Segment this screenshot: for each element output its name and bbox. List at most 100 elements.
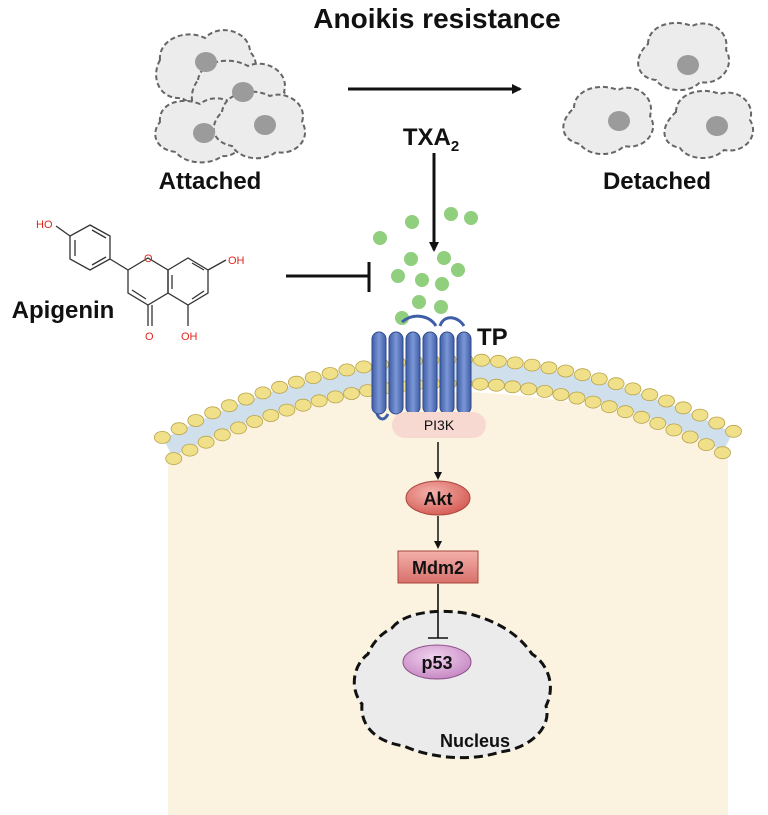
- ligand-dot: [395, 311, 409, 325]
- lipid-head: [187, 414, 205, 427]
- lipid-head: [520, 382, 537, 396]
- lipid-head: [536, 384, 554, 398]
- lipid-head: [153, 430, 171, 444]
- lipid-head: [197, 435, 215, 449]
- atom-ketone-o: O: [145, 331, 154, 343]
- txa2-molecules: [373, 207, 478, 325]
- lipid-head: [725, 424, 742, 438]
- ligand-dot: [391, 269, 405, 283]
- p53-node: [402, 644, 472, 680]
- apigenin-label: Apigenin: [12, 297, 115, 324]
- lipid-head: [504, 380, 521, 394]
- lipid-head: [523, 358, 541, 372]
- lipid-head: [697, 438, 715, 452]
- membrane-tail-layer: [163, 361, 733, 457]
- ligand-dot: [405, 215, 419, 229]
- mdm2-box: [397, 550, 479, 584]
- ligand-dot: [434, 300, 448, 314]
- lipid-head: [254, 386, 272, 400]
- lipid-head: [304, 371, 322, 385]
- ligand-dot: [404, 252, 418, 266]
- lipid-head: [489, 354, 507, 368]
- lipid-head: [294, 398, 312, 412]
- apigenin-inhibition-line: [286, 262, 371, 292]
- p53-label: p53: [421, 653, 452, 673]
- atom-ho-top: HO: [36, 219, 53, 231]
- detached-label: Detached: [603, 168, 711, 195]
- lipid-head: [321, 367, 339, 380]
- lipid-head: [633, 410, 650, 424]
- lipid-head: [213, 428, 231, 442]
- ligand-dot: [451, 263, 465, 277]
- attached-cells: [154, 29, 306, 164]
- lipid-head: [708, 416, 726, 430]
- akt-node: [405, 480, 471, 516]
- atom-oh-right: OH: [228, 255, 245, 267]
- lipid-head: [204, 406, 222, 420]
- detached-cells: [562, 21, 754, 159]
- txa2-label: TXA2: [403, 124, 459, 155]
- ligand-dot: [437, 251, 451, 265]
- lipid-head: [641, 388, 659, 402]
- lipid-head: [237, 392, 255, 406]
- lipid-head: [310, 394, 328, 408]
- lipid-head: [649, 416, 667, 430]
- ligand-dot: [373, 231, 387, 245]
- lipid-head: [624, 382, 642, 396]
- lipid-head: [262, 409, 280, 422]
- ligand-dot: [464, 211, 478, 225]
- mdm2-p53-inhibition: [428, 584, 448, 639]
- pi3k-box: [392, 412, 486, 438]
- tp-helix: [422, 331, 438, 415]
- lipid-head: [557, 364, 575, 378]
- akt-label: Akt: [423, 489, 452, 509]
- lipid-head: [181, 443, 199, 457]
- lipid-head: [355, 360, 373, 374]
- lipid-head: [338, 363, 356, 377]
- lipid-head: [287, 375, 305, 389]
- diagram-title: Anoikis resistance: [313, 3, 560, 34]
- tp-receptor: [371, 314, 472, 423]
- atom-ring-o: O: [144, 253, 153, 265]
- lipid-head: [471, 377, 489, 391]
- lipid-head: [714, 446, 731, 460]
- atom-oh-bottom: OH: [181, 331, 198, 343]
- lipid-head: [343, 387, 360, 400]
- nucleus: [352, 609, 552, 760]
- lipid-head: [326, 390, 344, 404]
- cytoplasm: [168, 391, 728, 815]
- lipid-head: [674, 401, 692, 415]
- lipid-head: [473, 353, 491, 367]
- tp-helix: [405, 331, 421, 415]
- pi3k-label: PI3K: [424, 417, 455, 433]
- lipid-head: [230, 421, 247, 435]
- tp-helix: [388, 331, 404, 415]
- attached-label: Attached: [159, 168, 262, 195]
- lipid-head: [600, 400, 618, 414]
- lipid-head: [487, 378, 505, 392]
- detached-cell-nuclei: [608, 55, 728, 136]
- ligand-dot: [435, 277, 449, 291]
- lipid-head: [506, 356, 524, 370]
- ligand-dot: [415, 273, 429, 287]
- ligand-dot: [444, 207, 458, 221]
- mdm2-label: Mdm2: [412, 558, 464, 578]
- lipid-head: [584, 395, 602, 409]
- lipid-head: [540, 361, 558, 375]
- lipid-head: [574, 368, 591, 382]
- tp-helix: [439, 331, 455, 415]
- nucleus-label: Nucleus: [440, 731, 510, 751]
- lipid-head: [170, 422, 188, 436]
- lipid-head: [271, 380, 289, 394]
- tp-label: TP: [477, 324, 508, 351]
- lipid-head: [220, 399, 238, 413]
- lipid-head: [278, 403, 296, 417]
- attached-cell-nuclei: [193, 52, 276, 143]
- tp-helix: [456, 331, 472, 415]
- lipid-head: [681, 430, 699, 444]
- lipid-head: [165, 452, 183, 466]
- lipid-head: [568, 391, 586, 405]
- tp-helix: [371, 331, 387, 415]
- lipid-head: [658, 394, 675, 408]
- lipid-head: [590, 372, 608, 386]
